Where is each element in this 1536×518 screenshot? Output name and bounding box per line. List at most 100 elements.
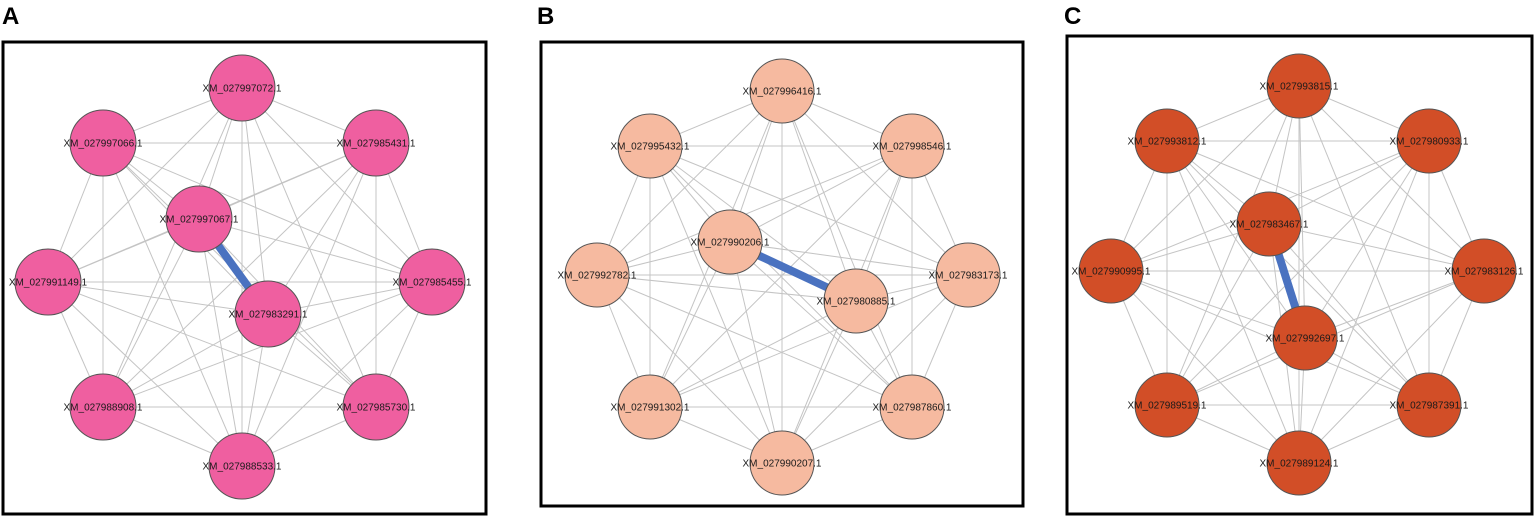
node-label: XM_027980885.1	[817, 297, 896, 308]
hub-edge-b	[757, 251, 829, 292]
node-circle	[879, 374, 945, 440]
edge-c-5-8	[1166, 223, 1270, 406]
edge-c-7-9	[1166, 140, 1306, 339]
edge-c-6-9	[1110, 270, 1306, 339]
edge-b-4-6	[596, 274, 783, 464]
node-a-6: XM_027991149.1	[9, 248, 88, 316]
node-b-5: XM_027991302.1	[611, 374, 690, 440]
node-label: XM_027983126.1	[1445, 267, 1524, 278]
edge-a-6-9	[47, 281, 269, 315]
node-b-9: XM_027980885.1	[817, 268, 896, 334]
node-b-3: XM_027987860.1	[873, 374, 952, 440]
node-circle	[1396, 108, 1462, 174]
node-c-0: XM_027993815.1	[1260, 53, 1339, 119]
node-circle	[1134, 108, 1200, 174]
edge-c-4-6	[1110, 270, 1300, 464]
node-circle	[1266, 430, 1332, 496]
node-c-2: XM_027983126.1	[1445, 238, 1524, 304]
edge-a-4-7	[102, 142, 243, 467]
edge-c-2-7	[1166, 140, 1485, 272]
edge-a-1-9	[267, 142, 377, 315]
node-circle	[1451, 238, 1517, 304]
node-label: XM_027993812.1	[1128, 137, 1207, 148]
node-c-6: XM_027990995.1	[1072, 238, 1151, 304]
panel-letter-c: C	[1064, 3, 1081, 30]
edge-a-0-6	[47, 87, 243, 283]
node-label: XM_027996416.1	[743, 87, 822, 98]
node-circle	[564, 242, 630, 308]
node-circle	[69, 109, 137, 177]
node-a-1: XM_027985431.1	[337, 109, 416, 177]
edge-c-4-7	[1166, 140, 1300, 464]
node-a-0: XM_027997072.1	[203, 54, 282, 122]
node-b-4: XM_027990207.1	[743, 430, 822, 496]
node-label: XM_027991149.1	[9, 278, 88, 289]
edge-a-5-8	[102, 218, 200, 408]
node-label: XM_027987391.1	[1390, 401, 1469, 412]
node-circle	[1134, 372, 1200, 438]
edge-c-0-9	[1298, 85, 1306, 339]
node-a-4: XM_027988533.1	[203, 432, 282, 500]
node-b-1: XM_027998546.1	[873, 113, 952, 179]
node-b-6: XM_027992782.1	[558, 242, 637, 308]
node-c-9: XM_027992697.1	[1266, 305, 1345, 371]
node-circle	[617, 374, 683, 440]
node-b-8: XM_027990206.1	[691, 209, 770, 275]
edge-c-0-5	[1166, 85, 1300, 406]
edge-a-1-4	[241, 142, 377, 467]
edge-c-1-4	[1298, 140, 1430, 464]
node-a-5: XM_027988908.1	[64, 373, 143, 441]
node-label: XM_027983291.1	[229, 310, 308, 321]
node-circle	[208, 432, 276, 500]
node-label: XM_027992782.1	[558, 271, 637, 282]
edge-a-0-2	[241, 87, 433, 283]
edge-a-2-7	[102, 142, 433, 283]
edge-a-2-8	[198, 218, 433, 283]
node-circle	[1272, 305, 1338, 371]
node-label: XM_027980933.1	[1390, 137, 1469, 148]
edge-c-0-6	[1110, 85, 1300, 272]
edge-a-4-8	[198, 218, 243, 467]
node-circle	[749, 58, 815, 124]
node-label: XM_027989519.1	[1128, 401, 1207, 412]
edge-b-3-7	[649, 145, 913, 408]
edge-b-2-4	[781, 274, 969, 464]
edge-b-1-8	[729, 145, 913, 243]
node-circle	[749, 430, 815, 496]
edge-b-2-7	[649, 145, 969, 276]
node-a-7: XM_027997066.1	[64, 109, 143, 177]
edge-c-3-8	[1268, 223, 1430, 406]
edge-b-0-3	[781, 90, 913, 408]
node-circle	[879, 113, 945, 179]
node-b-7: XM_027995432.1	[611, 113, 690, 179]
node-label: XM_027983173.1	[929, 271, 1008, 282]
node-circle	[342, 373, 410, 441]
node-label: XM_027987860.1	[873, 403, 952, 414]
node-circle	[935, 242, 1001, 308]
node-b-2: XM_027983173.1	[929, 242, 1008, 308]
node-label: XM_027997067.1	[160, 215, 239, 226]
nodes-a: XM_027997072.1XM_027985431.1XM_027985455…	[9, 54, 472, 500]
node-circle	[1396, 372, 1462, 438]
node-label: XM_027991302.1	[611, 403, 690, 414]
hub-edge-a	[215, 243, 252, 290]
node-a-8: XM_027997067.1	[160, 185, 239, 253]
node-label: XM_027997066.1	[64, 139, 143, 150]
node-c-8: XM_027983467.1	[1230, 191, 1309, 257]
node-circle	[208, 54, 276, 122]
node-circle	[1236, 191, 1302, 257]
node-c-3: XM_027987391.1	[1390, 372, 1469, 438]
node-circle	[398, 248, 466, 316]
edge-c-3-7	[1166, 140, 1430, 406]
hub-edge-c	[1274, 253, 1300, 309]
node-circle	[69, 373, 137, 441]
node-circle	[617, 113, 683, 179]
edge-b-2-8	[729, 241, 969, 276]
node-label: XM_027988908.1	[64, 403, 143, 414]
node-b-0: XM_027996416.1	[743, 58, 822, 124]
node-c-4: XM_027989124.1	[1260, 430, 1339, 496]
edge-b-0-9	[781, 90, 857, 302]
node-label: XM_027985431.1	[337, 139, 416, 150]
edge-a-0-3	[241, 87, 377, 408]
